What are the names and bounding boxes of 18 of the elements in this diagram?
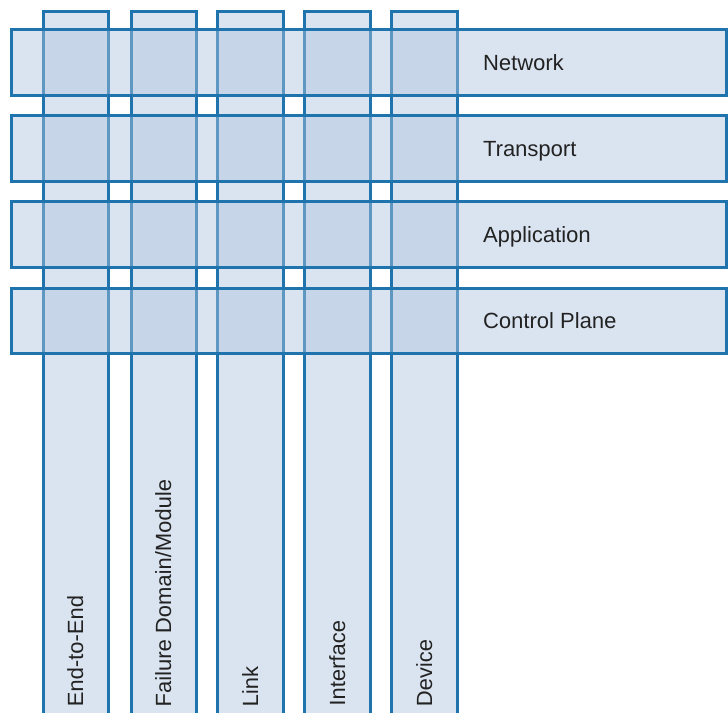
- column-band: [390, 10, 459, 713]
- row-band: [10, 28, 728, 97]
- band-label: Link: [238, 666, 264, 706]
- band-label: Control Plane: [483, 308, 616, 334]
- column-band: [42, 10, 110, 713]
- row-band: [10, 200, 728, 269]
- row-band: [10, 287, 728, 355]
- band-label: Failure Domain/Module: [151, 478, 177, 706]
- band-label: Interface: [324, 620, 350, 706]
- column-band: [216, 10, 285, 713]
- band-label: End-to-End: [63, 594, 89, 706]
- band-label: Device: [412, 638, 438, 706]
- column-band: [303, 10, 372, 713]
- band-label: Network: [483, 50, 564, 76]
- column-band: [130, 10, 198, 713]
- band-label: Transport: [483, 136, 576, 162]
- row-band: [10, 114, 728, 183]
- band-label: Application: [483, 222, 591, 248]
